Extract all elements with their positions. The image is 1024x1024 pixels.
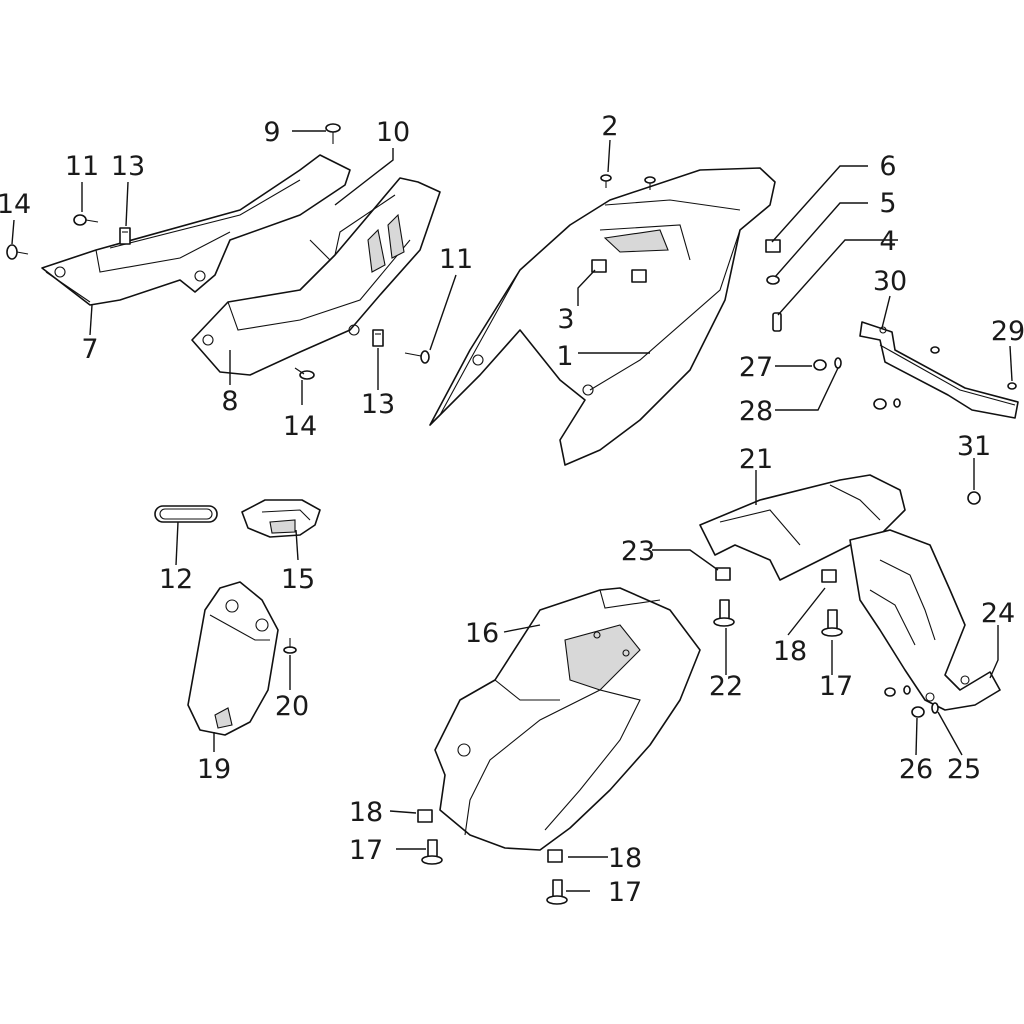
callout-15: 15 bbox=[281, 564, 315, 595]
clip-nut-18-left bbox=[417, 809, 433, 823]
bolt-17-lower bbox=[546, 879, 568, 905]
callout-1: 1 bbox=[556, 341, 573, 372]
callout-3: 3 bbox=[557, 304, 574, 335]
callout-14-left: 14 bbox=[0, 189, 31, 220]
clip-13-right bbox=[372, 329, 384, 347]
part-7-left-side-cover bbox=[41, 154, 351, 306]
callout-21: 21 bbox=[739, 444, 773, 475]
washer-28 bbox=[834, 357, 842, 369]
screw-2-right bbox=[644, 176, 656, 190]
screw-11-right bbox=[404, 350, 430, 364]
clip-13-left bbox=[119, 227, 131, 245]
callout-11-right: 11 bbox=[439, 244, 473, 275]
callout-18-lower: 18 bbox=[608, 843, 642, 874]
callout-labels: 1 2 3 4 5 6 7 8 9 10 11 11 12 13 13 14 1… bbox=[0, 111, 1024, 908]
part-8-right-side-cover bbox=[191, 177, 441, 376]
screw-2-left bbox=[600, 174, 612, 188]
screw-4 bbox=[772, 312, 782, 332]
bolt-17-upper bbox=[821, 609, 843, 637]
callout-8: 8 bbox=[221, 386, 238, 417]
clip-nut-18-upper bbox=[821, 569, 837, 583]
nut-26 bbox=[911, 706, 925, 718]
clip-nut-3-right bbox=[631, 269, 647, 283]
screw-20 bbox=[283, 638, 297, 654]
callout-18-left: 18 bbox=[349, 797, 383, 828]
callout-19: 19 bbox=[197, 754, 231, 785]
callout-26: 26 bbox=[899, 754, 933, 785]
part-19-mud-flap bbox=[187, 581, 279, 736]
screw-11-left bbox=[73, 214, 99, 226]
callout-7: 7 bbox=[81, 334, 98, 365]
part-21-rear-frame-bracket bbox=[699, 474, 1001, 711]
callout-5: 5 bbox=[879, 188, 896, 219]
callout-17-upper: 17 bbox=[819, 671, 853, 702]
callout-11-left: 11 bbox=[65, 151, 99, 182]
callout-13-left: 13 bbox=[111, 151, 145, 182]
screw-14-right bbox=[294, 367, 315, 380]
callout-27: 27 bbox=[739, 352, 773, 383]
washer-30-lower bbox=[893, 398, 901, 408]
bolt-17-left bbox=[421, 839, 443, 865]
nut-27 bbox=[813, 359, 827, 371]
nut-24-upper bbox=[884, 687, 896, 697]
callout-28: 28 bbox=[739, 396, 773, 427]
cap-31 bbox=[967, 491, 981, 505]
clip-nut-23 bbox=[715, 567, 731, 581]
callout-16: 16 bbox=[465, 618, 499, 649]
part-30-license-bracket bbox=[859, 321, 1019, 419]
callout-23: 23 bbox=[621, 536, 655, 567]
bolt-22 bbox=[713, 599, 735, 627]
callout-25: 25 bbox=[947, 754, 981, 785]
callout-4: 4 bbox=[879, 226, 896, 257]
washer-24-upper bbox=[903, 685, 911, 695]
callout-17-lower: 17 bbox=[608, 877, 642, 908]
callout-29: 29 bbox=[991, 316, 1024, 347]
callout-6: 6 bbox=[879, 151, 896, 182]
callout-30: 30 bbox=[873, 266, 907, 297]
callout-12: 12 bbox=[159, 564, 193, 595]
clip-nut-3-left bbox=[591, 259, 607, 273]
nut-30-lower bbox=[873, 398, 887, 410]
washer-5 bbox=[766, 275, 780, 285]
part-15-clip-bracket bbox=[241, 499, 321, 538]
callout-17-left: 17 bbox=[349, 835, 383, 866]
leader-lines bbox=[11, 130, 1013, 892]
callout-24: 24 bbox=[981, 598, 1015, 629]
callout-18-upper: 18 bbox=[773, 636, 807, 667]
callout-13-right: 13 bbox=[361, 389, 395, 420]
screw-14-left bbox=[6, 244, 29, 260]
part-16-inner-fender bbox=[434, 587, 701, 851]
washer-25 bbox=[931, 702, 939, 714]
callout-22: 22 bbox=[709, 671, 743, 702]
callout-14-right: 14 bbox=[283, 411, 317, 442]
callout-9: 9 bbox=[263, 117, 280, 148]
screw-29 bbox=[930, 346, 1017, 390]
part-1-tail-cover bbox=[429, 167, 776, 466]
callout-2: 2 bbox=[601, 111, 618, 142]
callout-31: 31 bbox=[957, 431, 991, 462]
callout-10: 10 bbox=[376, 117, 410, 148]
clip-nut-18-lower bbox=[547, 849, 563, 863]
screw-9 bbox=[325, 123, 341, 144]
part-12-rubber-seal bbox=[154, 505, 218, 523]
callout-20: 20 bbox=[275, 691, 309, 722]
